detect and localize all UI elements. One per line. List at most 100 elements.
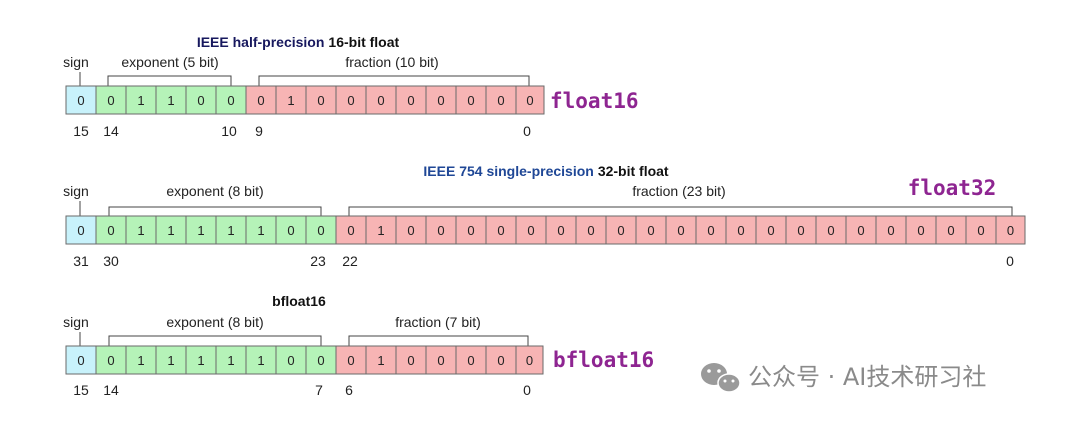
- float32-bit-value: 0: [347, 223, 354, 238]
- float32-bit-value: 0: [977, 223, 984, 238]
- float16-bit-position: 9: [255, 123, 263, 139]
- float32-fraction-bracket: [348, 206, 1013, 216]
- float32-bit-value: 0: [797, 223, 804, 238]
- bfloat16-fraction-bit-cell: [515, 345, 544, 375]
- float32-bit-value: 1: [377, 223, 384, 238]
- float32-bit-value: 0: [317, 223, 324, 238]
- float16-fraction-bit-cell: [425, 85, 457, 115]
- bfloat16-exponent-bit-cell: [275, 345, 307, 375]
- float16-fraction-bit-cell: [305, 85, 337, 115]
- bfloat16-exponent-bracket: [108, 335, 322, 346]
- float32-bit-value: 0: [677, 223, 684, 238]
- float16-bit-value: 1: [167, 93, 174, 108]
- float32-bit-value: 1: [167, 223, 174, 238]
- float32-fraction-bit-cell: [935, 215, 967, 245]
- float32-bit-value: 1: [257, 223, 264, 238]
- float32-bit-value: 0: [617, 223, 624, 238]
- float32-exponent-bit-cell: [275, 215, 307, 245]
- float32-bit-value: 0: [767, 223, 774, 238]
- bfloat16-bit-value: 0: [526, 353, 533, 368]
- bfloat16-exponent-bit-cell: [125, 345, 157, 375]
- float32-bit-value: 0: [527, 223, 534, 238]
- float32-fraction-bit-cell: [635, 215, 667, 245]
- bfloat16-bit-position: 6: [345, 382, 353, 398]
- bfloat16-bit-value: 1: [137, 353, 144, 368]
- float32-exponent-bit-cell: [245, 215, 277, 245]
- float16-bit-position: 15: [73, 123, 89, 139]
- bfloat16-exponent-label: exponent (8 bit): [166, 314, 263, 330]
- bfloat16-bit-position: 0: [523, 382, 531, 398]
- float32-sign-label: sign: [63, 183, 89, 199]
- float16-exponent-bit-cell: [95, 85, 127, 115]
- float32-bit-value: 0: [647, 223, 654, 238]
- bfloat16-bit-position: 7: [315, 382, 323, 398]
- float32-bit-value: 0: [77, 223, 84, 238]
- bfloat16-fraction-bit-cell: [455, 345, 487, 375]
- bfloat16-tag: bfloat16: [553, 348, 654, 372]
- float32-exponent-label: exponent (8 bit): [166, 183, 263, 199]
- float16-bit-value: 0: [227, 93, 234, 108]
- float32-fraction-bit-cell: [515, 215, 547, 245]
- float16-fraction-bracket: [258, 75, 530, 86]
- float32-title-bold: 32-bit float: [598, 163, 669, 179]
- bfloat16-exponent-bit-cell: [245, 345, 277, 375]
- float16-fraction-bit-cell: [455, 85, 487, 115]
- float16-bit-value: 0: [467, 93, 474, 108]
- bfloat16-bit-value: 0: [287, 353, 294, 368]
- float32-bit-value: 0: [887, 223, 894, 238]
- bfloat16-bit-position: 14: [103, 382, 119, 398]
- float16-bit-position: 0: [523, 123, 531, 139]
- float32-bit-value: 0: [947, 223, 954, 238]
- float32-bit-value: 0: [467, 223, 474, 238]
- float32-bit-value: 0: [107, 223, 114, 238]
- float32-fraction-bit-cell: [695, 215, 727, 245]
- float32-exponent-bracket: [108, 206, 322, 216]
- bfloat16-fraction-bit-cell: [485, 345, 517, 375]
- bfloat16-bit-value: 1: [167, 353, 174, 368]
- bfloat16-bit-value: 1: [257, 353, 264, 368]
- float32-bit-value: 0: [587, 223, 594, 238]
- float32-fraction-bit-cell: [335, 215, 367, 245]
- float16-exponent-bit-cell: [125, 85, 157, 115]
- float16-fraction-bit-cell: [515, 85, 545, 115]
- bfloat16-bit-value: 0: [317, 353, 324, 368]
- float32-bit-value: 0: [407, 223, 414, 238]
- bfloat16-fraction-bracket: [348, 335, 529, 346]
- bfloat16-exponent-bit-cell: [185, 345, 217, 375]
- float32-bit-position: 31: [73, 253, 89, 269]
- float16-bit-value: 1: [287, 93, 294, 108]
- float16-fraction-label: fraction (10 bit): [345, 54, 438, 70]
- float16-bit-value: 0: [377, 93, 384, 108]
- bfloat16-fraction-bit-cell: [425, 345, 457, 375]
- watermark-text: 公众号 · AI技术研习社: [748, 363, 986, 391]
- float32-bit-value: 0: [287, 223, 294, 238]
- float16-tag: float16: [550, 89, 639, 113]
- float32-fraction-bit-cell: [725, 215, 757, 245]
- float32-bit-value: 0: [707, 223, 714, 238]
- bfloat16-title: bfloat16: [272, 293, 326, 309]
- float32-bit-value: 0: [1007, 223, 1014, 238]
- float32-bit-value: 0: [827, 223, 834, 238]
- bfloat16-bit-value: 1: [227, 353, 234, 368]
- wechat-icon: [701, 363, 741, 393]
- bfloat16-fraction-bit-cell: [365, 345, 397, 375]
- float16-bit-value: 0: [317, 93, 324, 108]
- float16-bit-value: 0: [197, 93, 204, 108]
- bfloat16-bit-value: 0: [107, 353, 114, 368]
- float16-bit-position: 14: [103, 123, 119, 139]
- float16-fraction-bit-cell: [365, 85, 397, 115]
- float16-fraction-bit-cell: [335, 85, 367, 115]
- float32-bit-value: 1: [137, 223, 144, 238]
- float16-bit-value: 0: [407, 93, 414, 108]
- float32-fraction-bit-cell: [455, 215, 487, 245]
- float16-bit-value: 0: [526, 93, 533, 108]
- bfloat16-section: bfloat16 sign exponent (8 bit) fraction …: [63, 293, 654, 398]
- float32-fraction-bit-cell: [995, 215, 1026, 245]
- float16-exponent-bracket: [107, 75, 232, 86]
